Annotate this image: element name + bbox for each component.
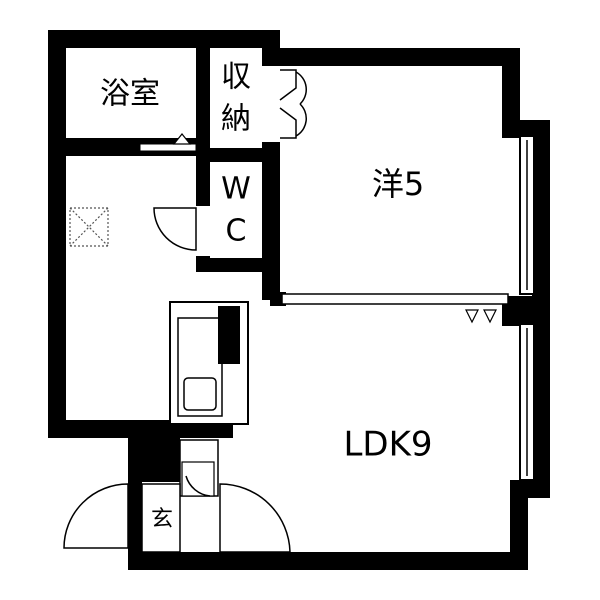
wc-door — [153, 206, 210, 256]
sink-icon — [183, 377, 217, 411]
label-storage-top: 収 — [221, 60, 251, 95]
entrance-door-left — [63, 483, 129, 549]
wall-wc-bottom — [196, 258, 280, 272]
storage-folding-door — [262, 66, 307, 142]
western-sliding-partition — [281, 293, 509, 324]
wall-entrance-block — [128, 420, 180, 482]
wall-top-left — [48, 30, 278, 48]
label-wc-top: W — [221, 172, 251, 207]
wall-right-mid — [532, 120, 550, 330]
wall-bottom — [128, 552, 528, 570]
wall-storage-wc — [196, 148, 276, 162]
wall-left — [48, 30, 66, 438]
wall-storage-right — [262, 48, 280, 68]
wall-entrance-left — [128, 480, 142, 570]
label-western-room: 洋5 — [372, 165, 424, 203]
label-wc-bottom: C — [226, 214, 247, 249]
entrance-door-right — [219, 483, 291, 553]
wall-top-right — [270, 48, 520, 66]
walls — [48, 30, 550, 570]
kitchen-counter — [169, 301, 249, 425]
bath-step-marker — [172, 133, 192, 145]
label-bathroom: 浴室 — [100, 77, 160, 112]
wall-right-upper — [502, 48, 520, 130]
bath-door-gap — [139, 143, 197, 152]
label-storage-bottom: 納 — [221, 102, 251, 137]
entrance — [63, 439, 291, 553]
wall-right-bottom-vert — [510, 480, 528, 570]
wall-right-lower — [532, 318, 550, 498]
label-ldk: LDK9 — [343, 425, 432, 465]
windows — [519, 135, 535, 481]
vent-marker — [69, 207, 109, 247]
label-entrance: 玄 — [151, 507, 173, 532]
